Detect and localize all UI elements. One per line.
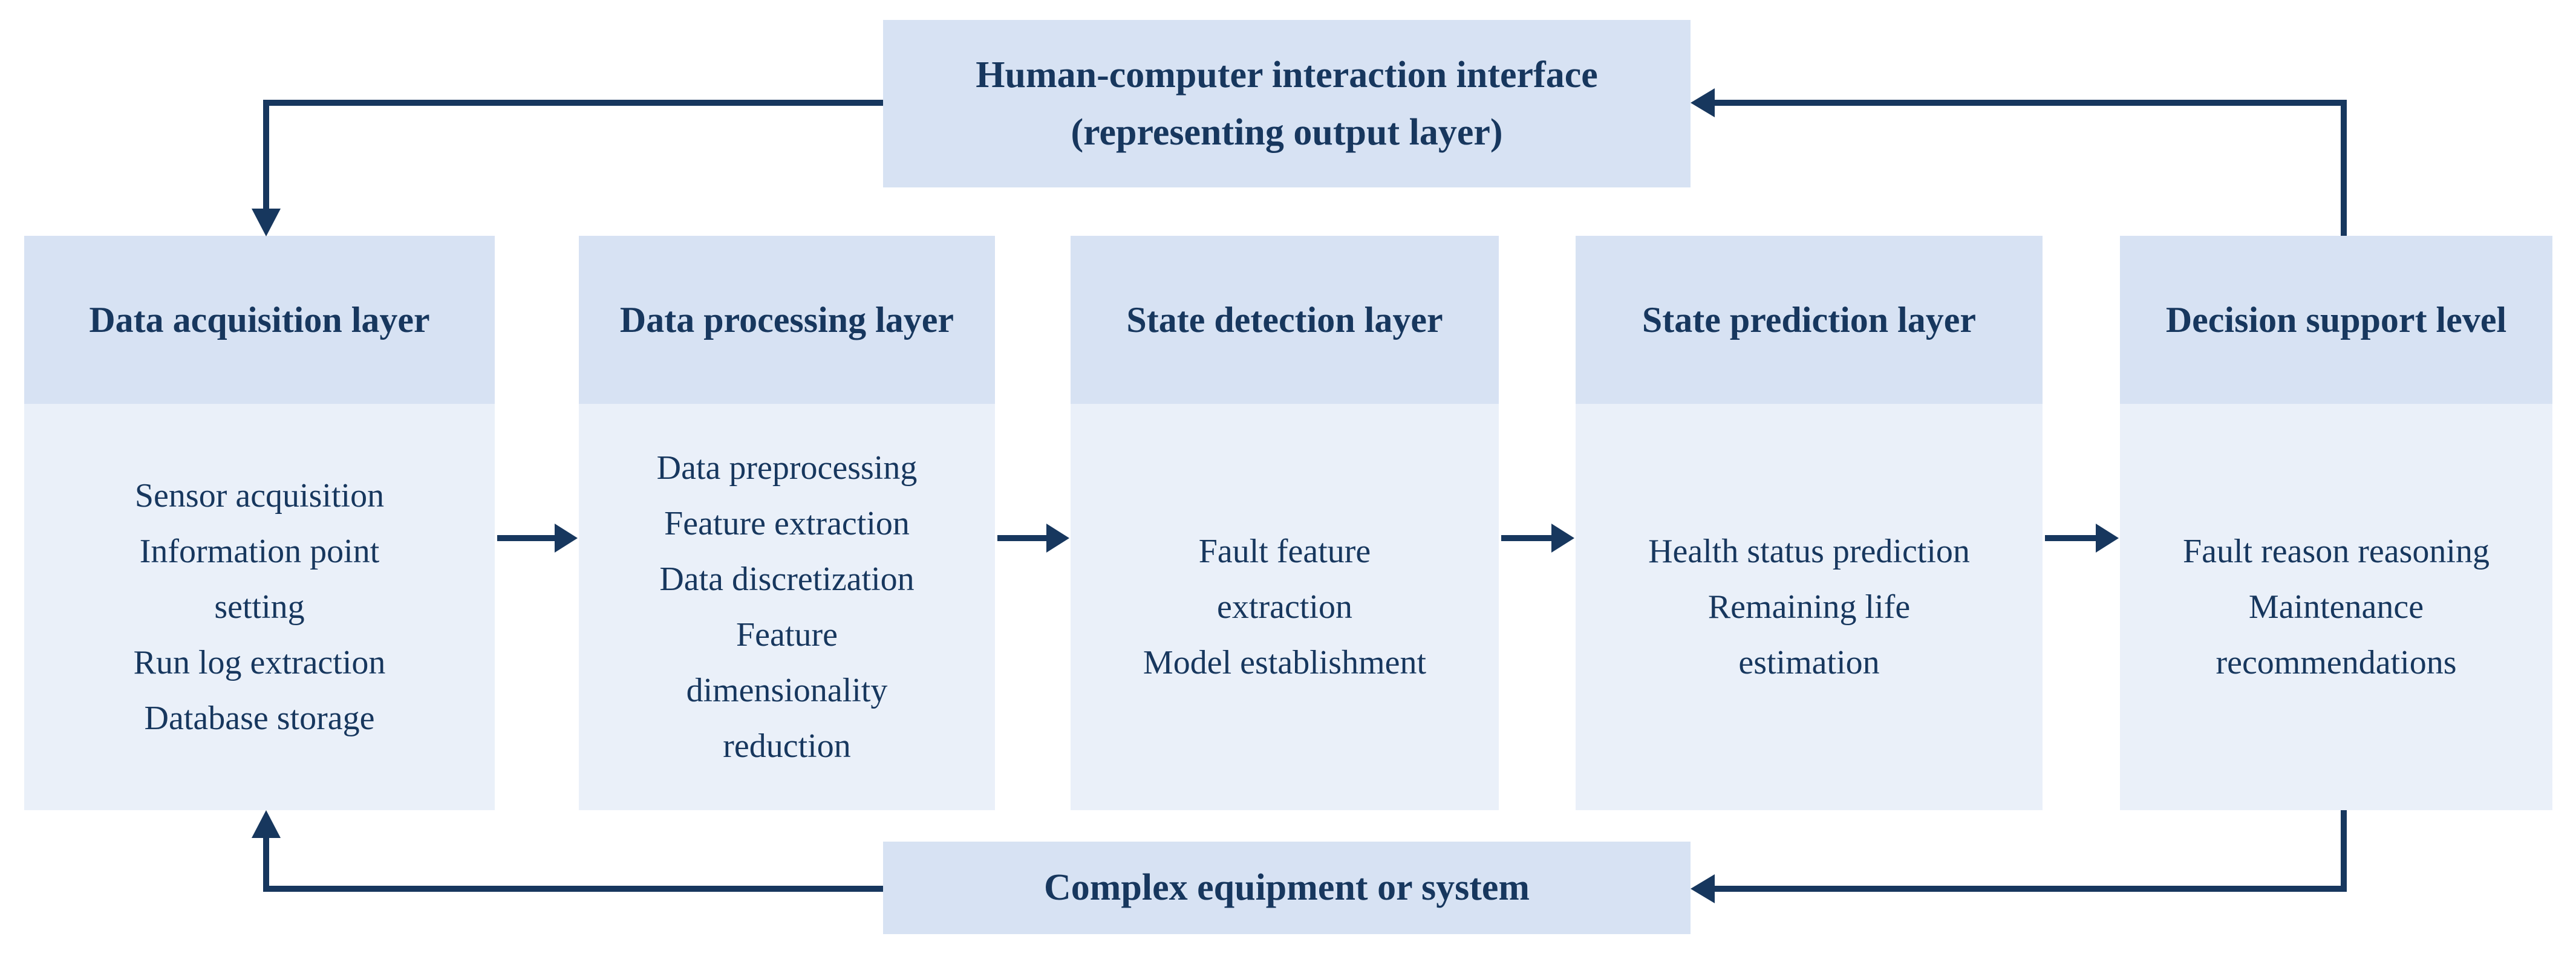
connector-hci-to-acquisition-horizontal (263, 100, 883, 106)
text-line: Human-computer interaction interface (976, 54, 1598, 96)
text-line: Maintenance (2248, 588, 2424, 626)
text-line: estimation (1738, 644, 1880, 681)
text-line: (representing output layer) (1071, 111, 1503, 153)
arrowhead-right-icon (555, 524, 578, 553)
text-line: Data discretization (659, 560, 915, 598)
column-data-acquisition: Data acquisition layer Sensor acquisitio… (24, 236, 495, 810)
text-line: recommendations (2216, 644, 2457, 681)
text-line: dimensionality (686, 672, 888, 709)
connector-decision-to-equipment-horizontal (1715, 886, 2347, 892)
text-line: Complex equipment or system (1043, 867, 1530, 908)
column-header: Decision support level (2120, 236, 2552, 404)
connector-equipment-to-acquisition-horizontal (263, 886, 883, 892)
column-header: Data processing layer (579, 236, 995, 404)
column-header: State prediction layer (1576, 236, 2043, 404)
connector-equipment-to-acquisition-vertical (263, 838, 269, 892)
text-line: Run log extraction (133, 644, 386, 681)
column-header: Data acquisition layer (24, 236, 495, 404)
arrowhead-right-icon (1551, 524, 1574, 553)
equipment-box: Complex equipment or system (883, 842, 1691, 934)
arrow-right-icon (497, 524, 578, 553)
text-line: Sensor acquisition (134, 477, 385, 515)
text-line: Health status prediction (1648, 533, 1970, 570)
text-line: Fault feature (1198, 533, 1371, 570)
text-line: Fault reason reasoning (2183, 533, 2490, 570)
connector-decision-to-hci-horizontal (1715, 100, 2347, 106)
text-line: setting (214, 588, 305, 626)
arrowhead-right-icon (2096, 524, 2119, 553)
arrow-right-icon (997, 524, 1069, 553)
arrow-right-icon (2045, 524, 2119, 553)
arrow-down-icon (252, 209, 281, 236)
connector-decision-to-equipment-vertical (2341, 810, 2347, 892)
arrow-right-icon (1501, 524, 1574, 553)
text-line: Information point (139, 533, 380, 570)
connector-hci-to-acquisition-vertical (263, 100, 269, 209)
arrow-left-icon (1691, 88, 1715, 117)
text-line: Feature (736, 616, 838, 654)
arrow-up-icon (252, 810, 281, 838)
hci-interface-box: Human-computer interaction interface (rep… (883, 20, 1691, 187)
text-line: Data preprocessing (656, 449, 918, 487)
arrow-left-icon (1691, 874, 1715, 903)
text-line: reduction (723, 727, 851, 765)
arrowhead-right-icon (1046, 524, 1069, 553)
text-line: Feature extraction (664, 505, 910, 542)
column-state-prediction: State prediction layer Health status pre… (1576, 236, 2043, 810)
text-line: Database storage (144, 700, 375, 737)
column-header: State detection layer (1071, 236, 1499, 404)
connector-decision-to-hci-vertical (2341, 100, 2347, 236)
text-line: Remaining life (1707, 588, 1911, 626)
column-data-processing: Data processing layer Data preprocessing… (579, 236, 995, 810)
column-state-detection: State detection layer Fault feature extra… (1071, 236, 1499, 810)
text-line: Model establishment (1143, 644, 1427, 681)
column-decision-support: Decision support level Fault reason reas… (2120, 236, 2552, 810)
text-line: extraction (1217, 588, 1352, 626)
